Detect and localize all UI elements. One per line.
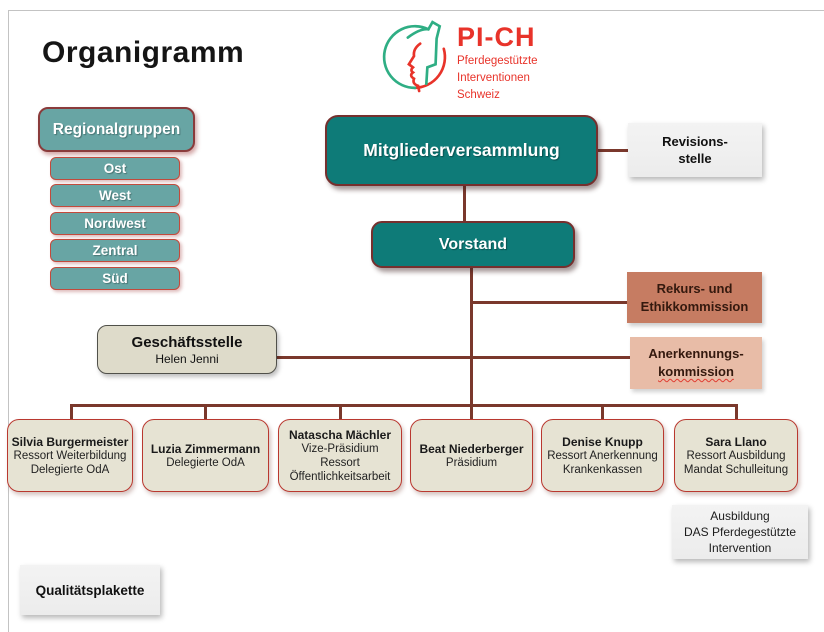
mitgliederversammlung-box: Mitgliederversammlung [325,115,598,186]
regional-group-sued: Süd [50,267,180,290]
horse-and-person-profile-icon [382,20,447,93]
qualitaetsplakette-box: Qualitätsplakette [20,565,160,615]
connector-mitglieder-vorstand [463,186,466,221]
connector-rekurs-branch [473,301,627,304]
regional-group-label: Zentral [92,243,138,258]
connector-members-horizontal [70,404,738,407]
member-name: Luzia Zimmermann [150,441,261,456]
member-card-denise: Denise Knupp Ressort Anerkennung Kranken… [541,419,664,492]
member-card-sara: Sara Llano Ressort Ausbildung Mandat Sch… [674,419,798,492]
member-name: Silvia Burgermeister [11,434,129,449]
logo-text: PI-CH Pferdegestützte Interventionen Sch… [457,15,538,102]
regional-group-label: Süd [102,271,128,286]
qualitaetsplakette-label: Qualitätsplakette [35,582,145,598]
ausbildung-line: DAS Pferdegestützte [683,525,797,539]
member-card-natascha: Natascha Mächler Vize-Präsidium Ressort … [278,419,402,492]
member-name: Beat Niederberger [419,441,524,456]
member-role: Ressort Anerkennung [547,449,658,462]
member-role: Mandat Schulleitung [683,463,789,476]
member-card-silvia: Silvia Burgermeister Ressort Weiterbildu… [7,419,133,492]
member-role: Öffentlichkeitsarbeit [289,470,391,483]
member-role: Vize-Präsidium [301,442,379,455]
mitgliederversammlung-label: Mitgliederversammlung [363,140,560,160]
member-name: Sara Llano [705,434,767,449]
pi-ch-logo: PI-CH Pferdegestützte Interventionen Sch… [377,15,538,102]
member-role: Delegierte OdA [166,456,245,469]
member-card-beat: Beat Niederberger Präsidium [410,419,533,492]
connector-drop-luzia [204,404,207,419]
member-role: Delegierte OdA [30,463,110,476]
connector-drop-natascha [339,404,342,419]
member-role: Ressort Ausbildung [686,449,786,462]
member-role: Krankenkassen [562,463,643,476]
rekurs-line: Ethikkommission [640,298,749,314]
connector-drop-sara [735,404,738,419]
connector-geschaeftsstelle-anerkennung [277,356,630,359]
vorstand-label: Vorstand [438,235,508,253]
geschaeftsstelle-title: Geschäftsstelle [131,333,243,351]
page-title: Organigramm [42,36,245,69]
regional-group-label: Nordwest [84,216,146,231]
member-name: Denise Knupp [562,434,643,449]
ausbildung-box: Ausbildung DAS Pferdegestützte Intervent… [672,505,808,559]
logo-subtitle-line: Schweiz [457,89,500,101]
regional-group-nordwest: Nordwest [50,212,180,235]
regional-group-label: West [98,188,131,203]
vorstand-box: Vorstand [371,221,575,268]
connector-drop-denise [601,404,604,419]
connector-mitglieder-revision [598,149,628,152]
anerkennung-line: Anerkennungs- [648,346,744,361]
regionalgruppen-header-box: Regionalgruppen [38,107,195,152]
logo-subtitle-line: Interventionen [457,72,530,84]
member-role: Ressort Weiterbildung [13,449,127,462]
member-role: Ressort [320,456,360,469]
member-role: Präsidium [445,456,498,469]
logo-wordmark: PI-CH [457,22,536,52]
regional-group-label: Ost [103,161,127,176]
geschaeftsstelle-box: Geschäftsstelle Helen Jenni [97,325,277,374]
revisionsstelle-line: Revisions- [662,134,728,149]
regional-group-ost: Ost [50,157,180,180]
regionalgruppen-label: Regionalgruppen [52,120,181,138]
connector-drop-silvia [70,404,73,419]
ausbildung-line: Intervention [708,541,772,555]
regional-group-west: West [50,184,180,207]
rekurs-ethikkommission-box: Rekurs- und Ethikkommission [627,272,762,323]
geschaeftsstelle-person: Helen Jenni [155,351,219,366]
connector-vorstand-main-vertical [470,268,473,419]
revisionsstelle-line: stelle [678,151,712,166]
anerkennungskommission-box: Anerkennungs- kommission [630,337,762,389]
anerkennung-line: kommission [658,364,734,379]
ausbildung-line: Ausbildung [710,509,770,523]
regional-group-zentral: Zentral [50,239,180,262]
logo-subtitle-line: Pferdegestützte [457,55,538,67]
rekurs-line: Rekurs- und [656,280,733,296]
member-name: Natascha Mächler [288,427,392,442]
member-card-luzia: Luzia Zimmermann Delegierte OdA [142,419,269,492]
revisionsstelle-box: Revisions- stelle [628,123,762,177]
